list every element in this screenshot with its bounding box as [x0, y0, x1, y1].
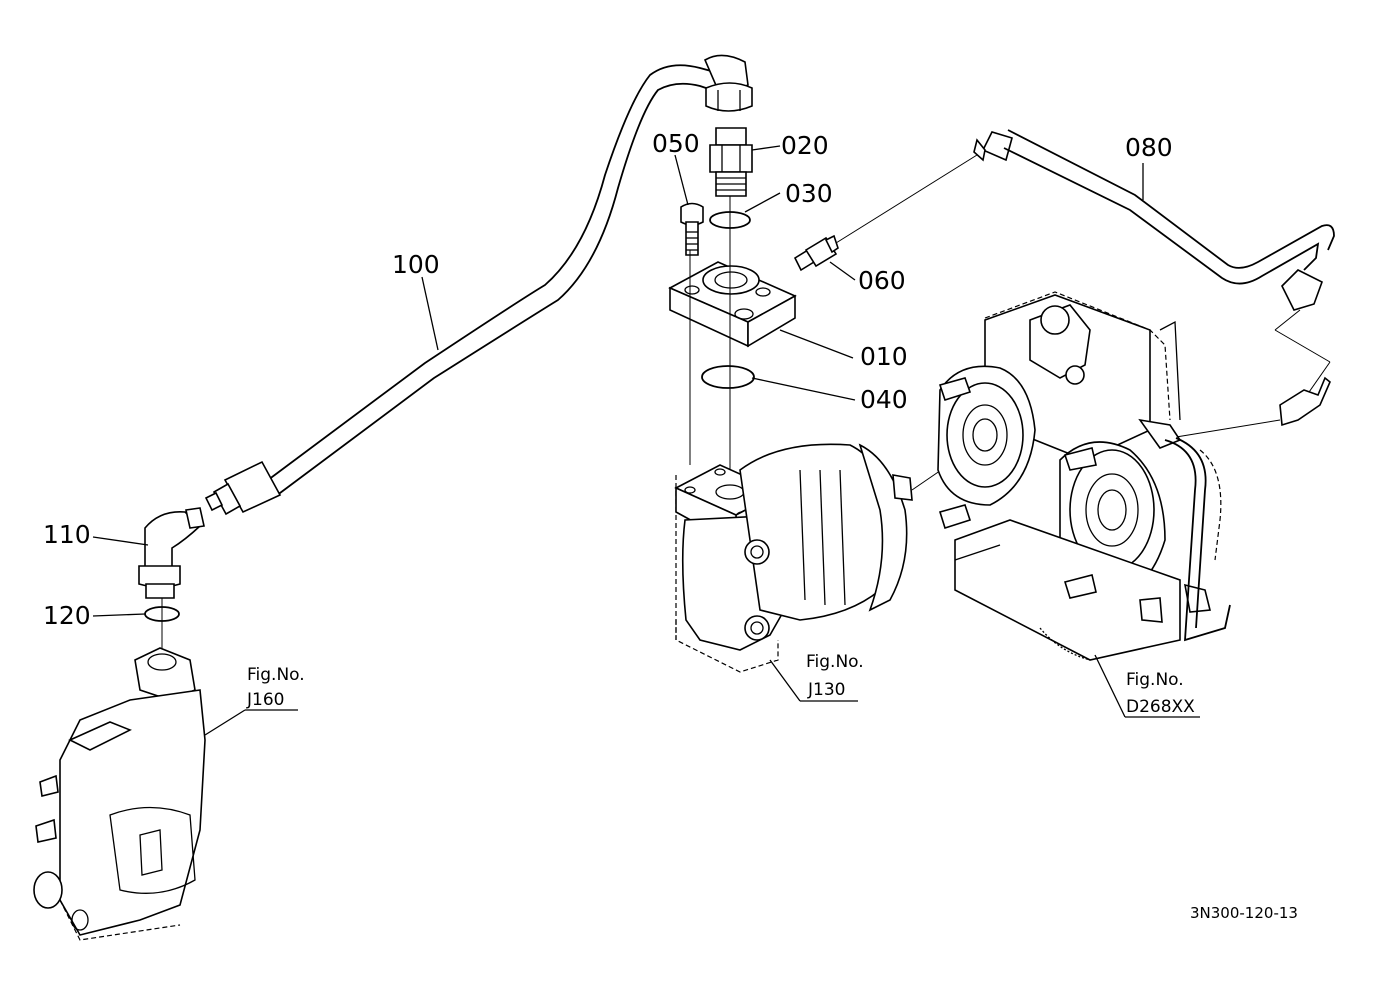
- ref-d268-code: D268XX: [1126, 697, 1195, 717]
- transmission-case: [937, 291, 1231, 661]
- callout-020: 020: [781, 131, 829, 160]
- hex-nut-top: [705, 82, 753, 112]
- bolt-050: [680, 202, 704, 256]
- ref-d268-prefix: Fig.No.: [1126, 670, 1184, 690]
- callout-100: 100: [392, 250, 440, 279]
- callout-leaders: [92, 145, 1200, 736]
- callout-120: 120: [43, 601, 91, 630]
- pipe-100: [267, 54, 749, 497]
- callout-060: 060: [858, 266, 906, 295]
- callout-050: 050: [652, 129, 700, 158]
- elbow-110: [138, 507, 205, 599]
- pipe-080: [973, 129, 1335, 439]
- ref-j130-prefix: Fig.No.: [806, 652, 864, 672]
- flange-block-010: [668, 261, 797, 348]
- callout-080: 080: [1125, 133, 1173, 162]
- hydraulic-pump: [674, 439, 986, 673]
- o-ring-040: [701, 365, 755, 389]
- nut-pipe-end: [204, 460, 282, 516]
- control-valve: [33, 647, 206, 941]
- fitting-020: [709, 127, 753, 197]
- ref-j130-code: J130: [807, 680, 845, 700]
- callout-010: 010: [860, 342, 908, 371]
- callout-040: 040: [860, 385, 908, 414]
- callout-030: 030: [785, 179, 833, 208]
- ref-j160-prefix: Fig.No.: [247, 665, 305, 685]
- fitting-060: [793, 149, 986, 272]
- callout-110: 110: [43, 520, 91, 549]
- ref-j160-code: J160: [246, 690, 284, 710]
- drawing-number: 3N300-120-13: [1190, 904, 1298, 922]
